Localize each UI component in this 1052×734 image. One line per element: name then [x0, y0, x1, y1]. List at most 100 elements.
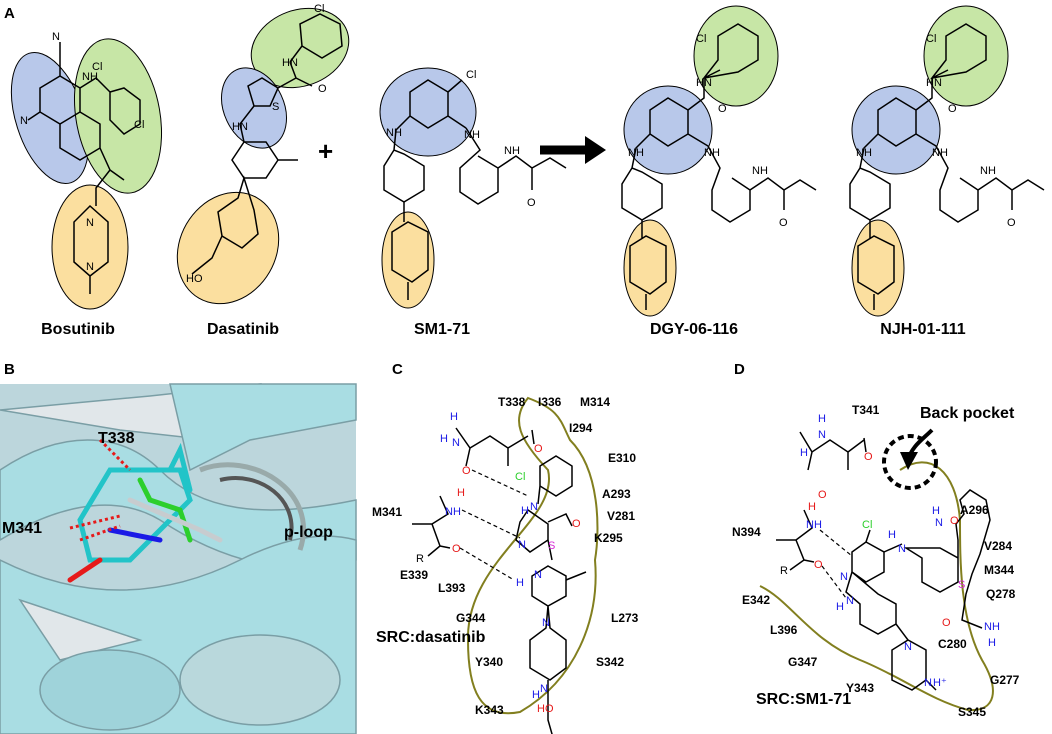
atom-cl: Cl [515, 471, 525, 483]
cl-label: Cl [696, 33, 706, 45]
residue-annotation: T338 [98, 430, 135, 447]
residue-label: M344 [984, 563, 1014, 577]
atom-o: HO [537, 703, 554, 715]
atom-n: N [846, 595, 854, 607]
panel-b: B T338 M341 p-loop [0, 361, 357, 734]
atom-o: O [818, 489, 827, 501]
back-pocket-highlight [693, 5, 779, 107]
njh-01-111-structure: Cl HN O NH NH NH O [849, 5, 1045, 317]
dgy-06-116-structure: Cl HN O NH NH NH O [621, 5, 817, 317]
atom-o: O [462, 465, 471, 477]
carbonyl-o: O [527, 197, 536, 209]
solvent-region-highlight [381, 211, 435, 309]
carbonyl-o: O [779, 217, 788, 229]
residue-label: V281 [607, 509, 635, 523]
residue-label: Y340 [475, 655, 503, 669]
residue-label: N394 [732, 525, 761, 539]
residue-label: A296 [960, 503, 989, 517]
solvent-region-highlight [176, 191, 280, 305]
carbonyl-o: O [1007, 217, 1016, 229]
atom-n: N [518, 539, 526, 551]
atom-n: N [540, 683, 548, 695]
hinge-region-highlight [379, 67, 477, 157]
solvent-region-highlight [51, 184, 129, 310]
back-pocket-highlight [923, 5, 1009, 107]
residue-label: S345 [958, 705, 986, 719]
compound-name: Bosutinib [41, 321, 115, 338]
binding-pocket-outline [759, 461, 994, 712]
atom-s: S [958, 579, 965, 591]
atom-o: O [864, 451, 873, 463]
hn: HN [926, 77, 942, 89]
residue-label: L273 [611, 611, 639, 625]
back-pocket-marker [882, 434, 938, 490]
atom-h: H [521, 505, 529, 517]
compound-name: SM1-71 [414, 321, 470, 338]
atom-n: N [904, 641, 912, 653]
atom-nh2: NH [984, 621, 1000, 633]
atom-r: R [416, 553, 424, 565]
atom-n: N [924, 677, 932, 689]
atom-h: H [988, 637, 996, 649]
panel-b-label: B [4, 361, 15, 378]
atom-cl: Cl [862, 519, 872, 531]
compound-name: NJH-01-111 [880, 321, 965, 338]
hydrogen-bond [819, 529, 853, 557]
atom-o: O [950, 515, 959, 527]
nh: NH [856, 147, 872, 159]
residue-label: A293 [602, 487, 631, 501]
atom-n: H [450, 411, 458, 423]
nh: NH [704, 147, 720, 159]
hydrogen-bond [461, 509, 521, 539]
atom-nh: NH [806, 519, 822, 531]
atom-s: S [548, 540, 555, 552]
atom-n: N [898, 543, 906, 555]
residue-label: G344 [456, 611, 486, 625]
residue-label: G277 [990, 673, 1020, 687]
loop-annotation: p-loop [284, 524, 333, 541]
m344-backbone [776, 509, 815, 571]
panel-d-title: SRC:SM1-71 [756, 691, 851, 708]
nh: NH [932, 147, 948, 159]
piperazine-n: N [86, 217, 94, 229]
cl-label: Cl [92, 61, 102, 73]
carbonyl [863, 437, 867, 453]
atom-n: N [542, 617, 550, 629]
panel-a: A N NH Cl Cl N N N Bosutinib Cl HN O S H… [4, 3, 1045, 338]
atom-n: N [534, 569, 542, 581]
hinge-region-highlight [623, 85, 713, 175]
hinge-region-highlight [851, 85, 941, 175]
residue-label: K295 [594, 531, 623, 545]
atom-o: O [534, 443, 543, 455]
anilino-nh: NH [82, 71, 98, 83]
nh: NH [752, 165, 768, 177]
nh: NH [980, 165, 996, 177]
bosutinib-structure: N NH Cl Cl N N N [10, 31, 163, 310]
panel-d-label: D [734, 361, 745, 378]
residue-label: V284 [984, 539, 1012, 553]
hinge-region-highlight [221, 67, 287, 149]
residue-label: E339 [400, 568, 428, 582]
residue-label: I294 [569, 421, 593, 435]
panel-a-label: A [4, 5, 15, 22]
nh: NH [504, 145, 520, 157]
atom-n: N [840, 571, 848, 583]
atom-h: H [808, 501, 816, 513]
residue-label: G347 [788, 655, 818, 669]
solvent-region-highlight [623, 219, 677, 317]
back-pocket-label: Back pocket [920, 405, 1015, 422]
hydroxy: HO [186, 273, 203, 285]
t338-sidechain [455, 427, 529, 467]
panel-c-label: C [392, 361, 403, 378]
quinoline-n: N [20, 115, 28, 127]
residue-label: T341 [852, 403, 880, 417]
piperazine-n: N [86, 261, 94, 273]
atom-h: H⁺ [933, 677, 947, 689]
hbond-lines [69, 438, 132, 542]
residue-label: M341 [372, 505, 402, 519]
cl-label: Cl [314, 3, 324, 15]
atom-nh: NH [445, 506, 461, 518]
hydrogen-bond [471, 469, 529, 497]
reaction-arrow-head [585, 136, 606, 164]
